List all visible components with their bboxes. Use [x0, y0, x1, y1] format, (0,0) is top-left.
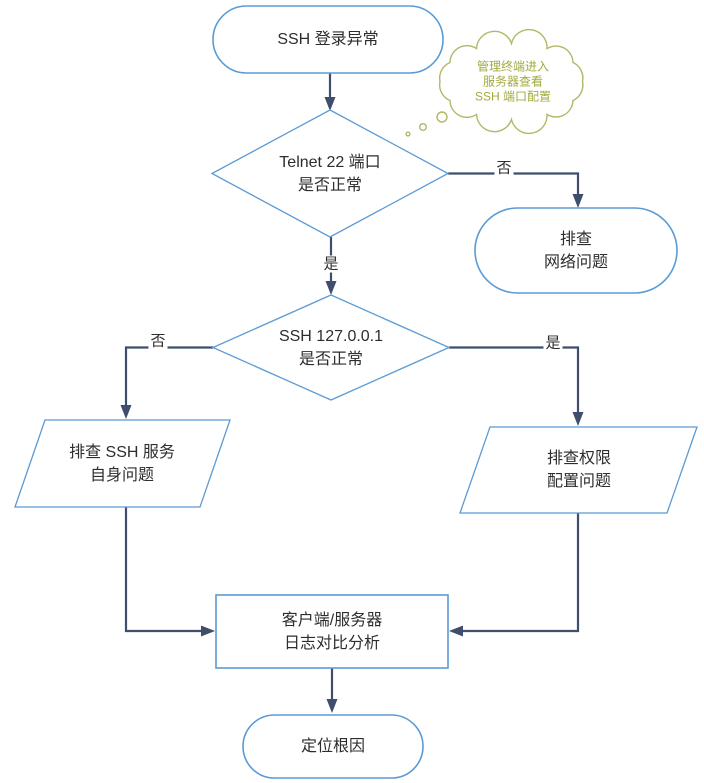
start-node-shape [212, 5, 444, 74]
thought-bubble-medium [419, 122, 428, 131]
thought-bubble-small [405, 131, 411, 137]
thought-cloud [405, 28, 584, 137]
decision-ssh-local-shape [211, 294, 451, 401]
connector-service-to-log [124, 507, 215, 637]
connector-ssh-no [120, 346, 213, 419]
connector-log-to-end [326, 668, 338, 713]
connector-start-to-telnet [324, 73, 336, 111]
end-node-shape [242, 714, 424, 779]
decision-telnet-shape [210, 109, 450, 238]
log-analysis-shape [215, 594, 449, 669]
connector-telnet-no [448, 172, 584, 208]
thought-bubble-large [436, 111, 448, 123]
connector-telnet-yes [325, 237, 337, 295]
connector-permission-to-log [449, 513, 580, 637]
network-issue-shape [474, 207, 678, 294]
connector-ssh-yes [449, 346, 584, 426]
permission-issue-shape [459, 426, 698, 514]
ssh-service-issue-shape [14, 419, 231, 508]
